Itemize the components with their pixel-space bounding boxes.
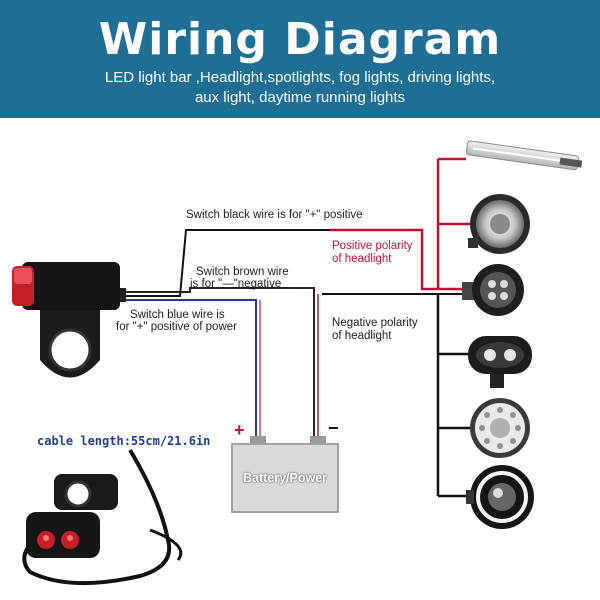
- positive-terminal-sign: +: [234, 420, 245, 440]
- positive-wire-red: [330, 228, 462, 291]
- battery: [231, 436, 339, 513]
- round-fog-light-icon: [470, 398, 530, 458]
- negative-polarity-label-1: Negative polarity: [332, 317, 418, 329]
- brown-wire: [120, 287, 315, 440]
- blue-wire: [120, 299, 257, 440]
- blue-wire-label-1: Switch blue wire is: [130, 309, 225, 321]
- round-headlight-icon: [468, 194, 530, 254]
- dual-switch-illustration: [22, 448, 183, 586]
- page-subtitle: LED light bar ,Headlight,spotlights, fog…: [0, 68, 600, 108]
- black-wire: [120, 229, 330, 297]
- subtitle-line-2: aux light, daytime running lights: [194, 89, 406, 106]
- round-spotlight-icon: [462, 264, 524, 316]
- oval-driving-light-icon: [468, 336, 532, 388]
- page-title: Wiring Diagram: [98, 14, 502, 65]
- wires: [120, 157, 470, 498]
- black-wire-label: Switch black wire is for "+" positive: [186, 209, 363, 221]
- halo-headlight-icon: [466, 465, 534, 529]
- cable-length-label: cable length:55cm/21.6in: [37, 434, 211, 448]
- brown-wire-label-1: Switch brown wire: [196, 266, 289, 278]
- subtitle-line-1: LED light bar ,Headlight,spotlights, fog…: [104, 69, 496, 86]
- handlebar-switch: [12, 262, 126, 378]
- negative-terminal-sign: −: [328, 418, 339, 438]
- blue-wire-label-2: for "+" positive of power: [116, 321, 237, 333]
- battery-label: Battery/Power: [242, 471, 328, 485]
- title-banner: [0, 0, 600, 118]
- led-light-bar-icon: [465, 140, 583, 171]
- positive-polarity-label-1: Positive polarity: [332, 240, 413, 252]
- negative-polarity-label-2: of headlight: [332, 330, 392, 342]
- brown-wire-label-2: is for "—"negative: [190, 278, 282, 290]
- positive-polarity-label-2: of headlight: [332, 253, 392, 265]
